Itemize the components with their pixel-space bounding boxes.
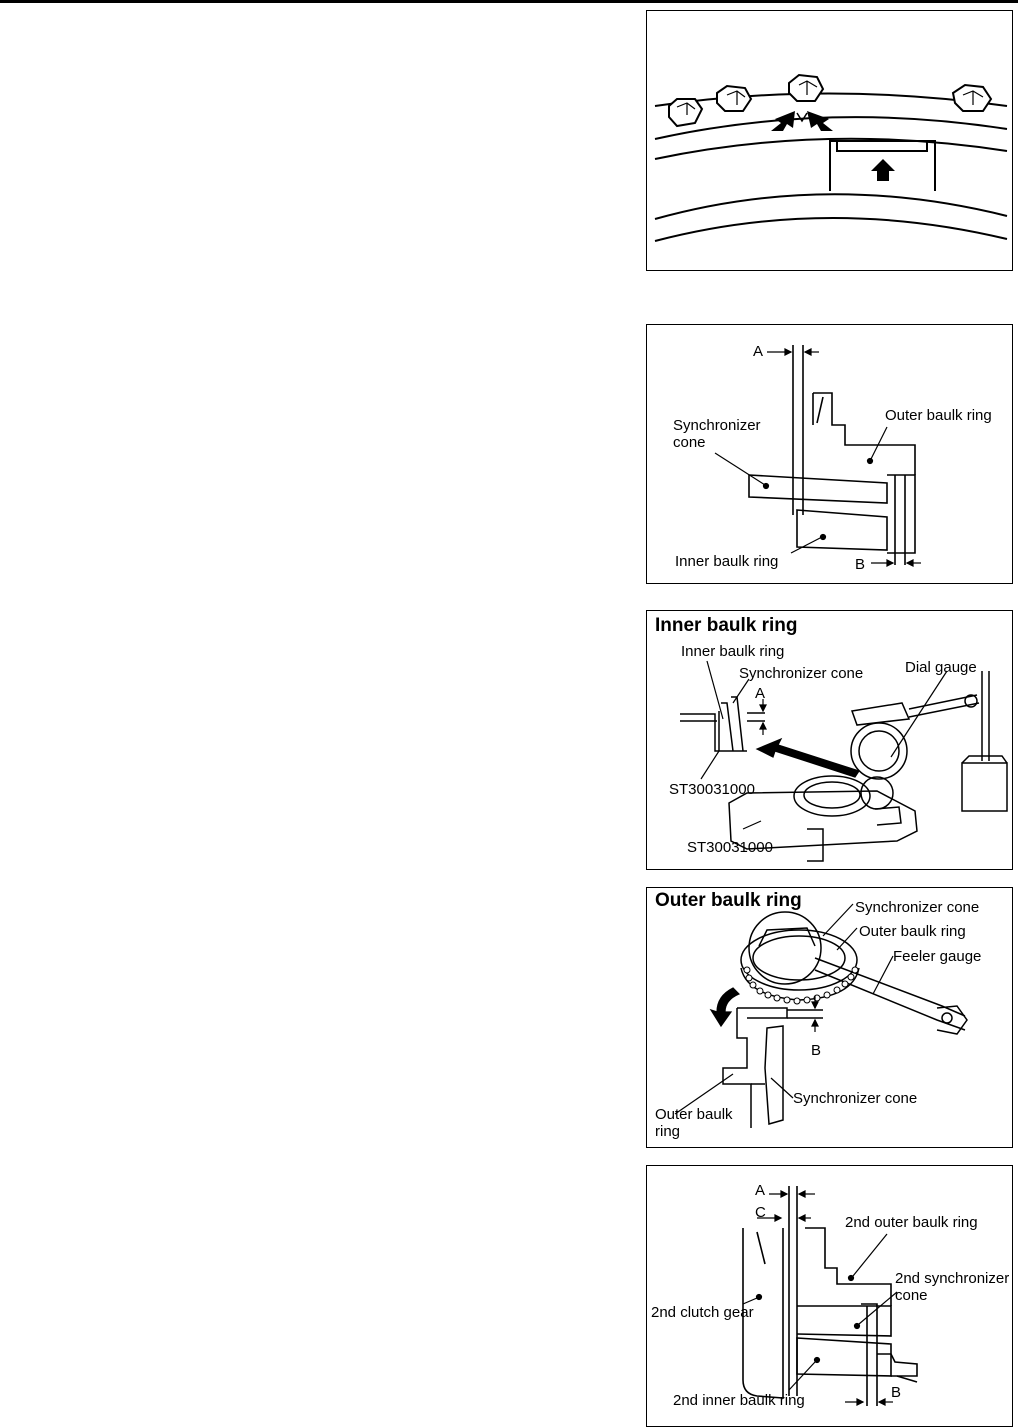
- label-tool-number: ST30031000: [687, 839, 773, 856]
- label-a: A: [753, 343, 764, 360]
- label-synchronizer-cone: Synchronizer cone: [739, 665, 864, 682]
- label-synchronizer-cone: Synchronizer cone: [793, 1090, 918, 1107]
- label-a: A: [755, 685, 766, 702]
- label-dial-gauge: Dial gauge: [905, 659, 977, 676]
- arrow-icon: [709, 987, 741, 1028]
- label-feeler-gauge: Feeler gauge: [893, 948, 982, 965]
- outer-baulk-ring-drawing: [674, 903, 968, 1128]
- label-inner-baulk-ring: Inner baulk ring: [681, 643, 785, 660]
- label-second-synchronizer-cone: 2nd synchronizer cone: [895, 1270, 1010, 1304]
- figure-title: Outer baulk ring: [655, 890, 802, 911]
- label-outer-baulk-ring: Outer baulk ring: [655, 1106, 733, 1140]
- label-synchronizer-cone: Synchronizer cone: [855, 899, 980, 916]
- figure-title: Inner baulk ring: [655, 615, 798, 636]
- second-gear-section-drawing: [742, 1186, 918, 1406]
- figure-baulk-ring-teeth: [646, 10, 1013, 271]
- arrow-icon: [771, 111, 895, 181]
- label-inner-baulk-ring: Inner baulk ring: [675, 553, 779, 570]
- baulk-ring-teeth-drawing: [654, 73, 1008, 242]
- label-second-clutch-gear: 2nd clutch gear: [651, 1304, 754, 1321]
- page-top-rule: [0, 0, 1018, 3]
- label-second-inner-baulk-ring: 2nd inner baulk ring: [673, 1392, 805, 1409]
- label-outer-baulk-ring: Outer baulk ring: [885, 407, 992, 424]
- figure-outer-baulk-ring: Outer baulk ring Synchronizer cone Outer…: [646, 887, 1013, 1148]
- label-synchronizer-cone: Synchronizer cone: [673, 417, 761, 451]
- label-c: C: [755, 1204, 766, 1221]
- label-a: A: [755, 1182, 766, 1199]
- label-b: B: [811, 1042, 822, 1059]
- label-outer-baulk-ring: Outer baulk ring: [859, 923, 966, 940]
- figure-clearance-a-b: A Synchronizer cone Outer baulk ring Inn…: [646, 324, 1013, 584]
- figure-inner-baulk-ring: Inner baulk ring Inner baulk ring Synchr…: [646, 610, 1013, 870]
- gear-tooth-icon: [743, 966, 859, 1005]
- label-tool-number: ST30031000: [669, 781, 755, 798]
- figure-second-gear-clearance: A C 2nd outer baulk ring 2nd synchronize…: [646, 1165, 1013, 1427]
- gear-tooth-icon: [668, 73, 993, 128]
- label-second-outer-baulk-ring: 2nd outer baulk ring: [845, 1214, 978, 1231]
- inner-baulk-ring-drawing: [680, 660, 1008, 862]
- label-b: B: [891, 1384, 902, 1401]
- clearance-section-drawing: [714, 345, 921, 567]
- arrow-icon: [755, 737, 860, 778]
- label-b: B: [855, 556, 866, 573]
